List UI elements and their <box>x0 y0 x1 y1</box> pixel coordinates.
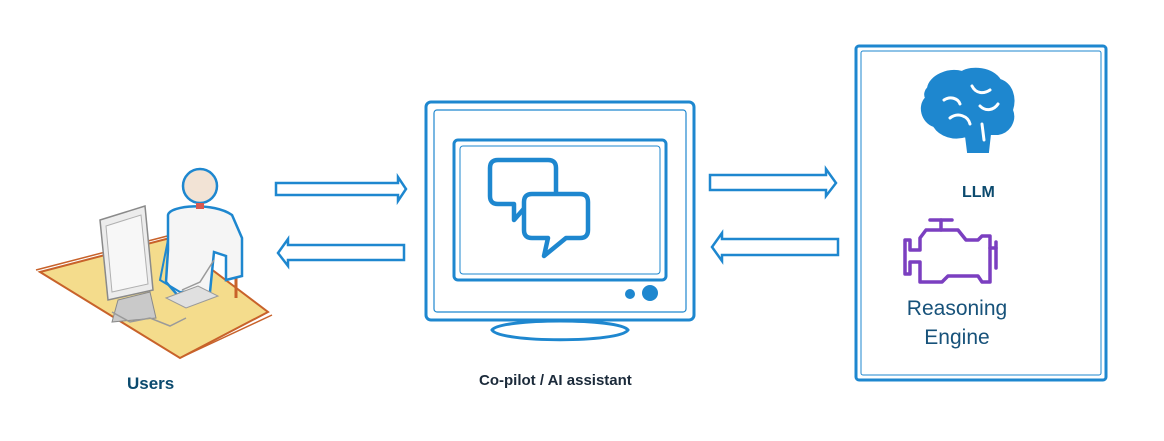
backend-to-copilot-arrow <box>710 229 840 265</box>
engine-icon <box>903 218 998 284</box>
backend-panel <box>854 44 1108 382</box>
copilot-label: Co-pilot / AI assistant <box>479 372 632 389</box>
users-label: Users <box>127 374 175 393</box>
llm-label: LLM <box>962 184 995 201</box>
chat-bubbles-icon <box>487 157 591 259</box>
brain-icon <box>920 67 1015 153</box>
users-to-copilot-arrow <box>274 172 408 206</box>
user-at-computer-icon <box>35 167 273 360</box>
copilot-to-users-arrow <box>276 235 406 270</box>
reasoning-engine-label: Reasoning Engine <box>906 297 1008 349</box>
copilot-to-backend-arrow <box>708 165 838 200</box>
